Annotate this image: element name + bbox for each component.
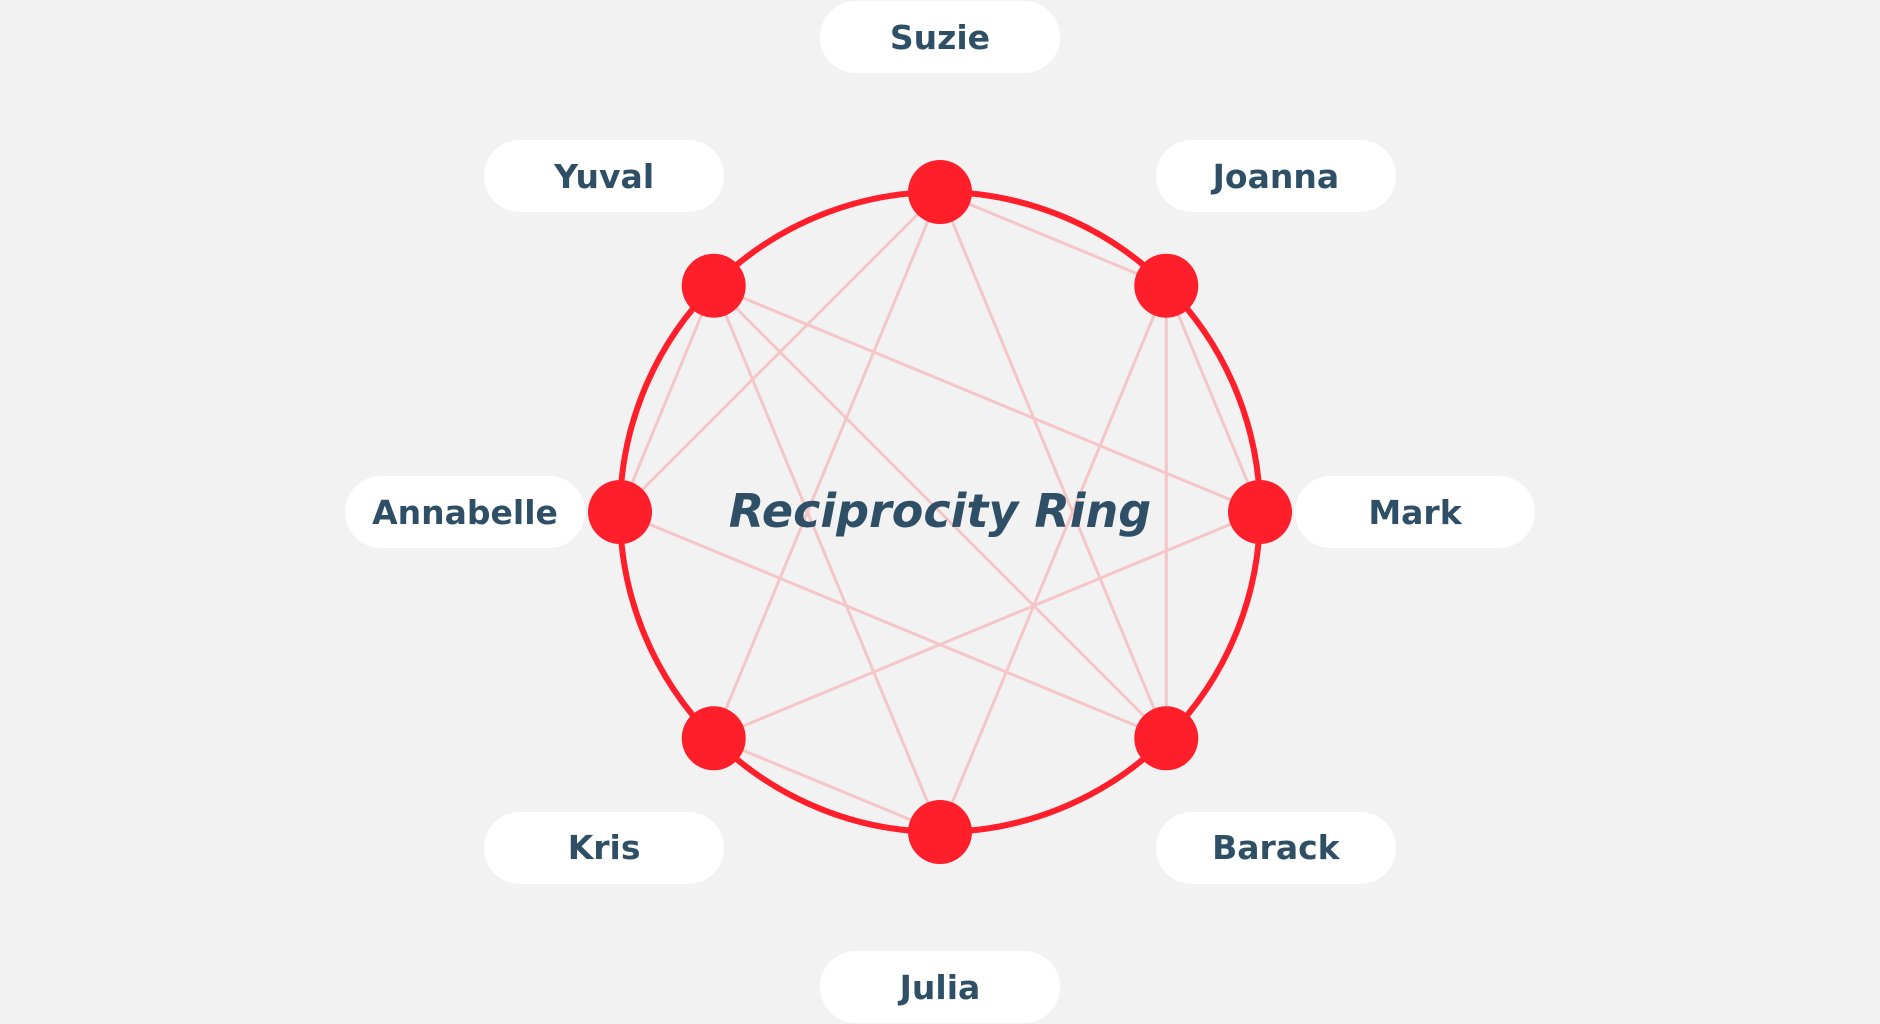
participant-label-barack: Barack	[1155, 811, 1396, 884]
connection-suzie-kris	[712, 191, 942, 739]
node-julia	[908, 800, 972, 864]
diagram-title: Reciprocity Ring	[728, 484, 1152, 538]
node-yuval	[681, 253, 746, 318]
connection-barack-annabelle	[619, 510, 1167, 740]
connection-suzie-joanna	[939, 190, 1167, 288]
connection-julia-yuval	[712, 285, 942, 833]
connection-suzie-barack	[938, 191, 1168, 739]
node-kris	[681, 706, 746, 771]
connections-layer	[618, 190, 1262, 834]
connection-julia-kris	[713, 736, 941, 834]
participant-label-julia: Julia	[820, 951, 1060, 1023]
nodes-layer	[588, 160, 1292, 864]
connection-joanna-julia	[938, 285, 1168, 833]
connection-joanna-mark	[1164, 285, 1262, 513]
connection-annabelle-yuval	[618, 285, 716, 513]
node-mark	[1228, 480, 1292, 544]
participant-label-yuval: Yuval	[484, 140, 725, 213]
participant-label-joanna: Joanna	[1155, 140, 1396, 213]
participant-label-mark: Mark	[1295, 476, 1535, 548]
node-barack	[1134, 706, 1199, 771]
node-annabelle	[588, 480, 652, 544]
connection-barack-yuval	[712, 284, 1168, 740]
node-suzie	[908, 160, 972, 224]
connection-mark-kris	[713, 510, 1261, 740]
participant-label-kris: Kris	[484, 811, 725, 884]
participant-label-suzie: Suzie	[820, 1, 1060, 73]
node-joanna	[1134, 253, 1199, 318]
participant-label-annabelle: Annabelle	[345, 476, 585, 548]
connection-mark-yuval	[713, 284, 1261, 514]
